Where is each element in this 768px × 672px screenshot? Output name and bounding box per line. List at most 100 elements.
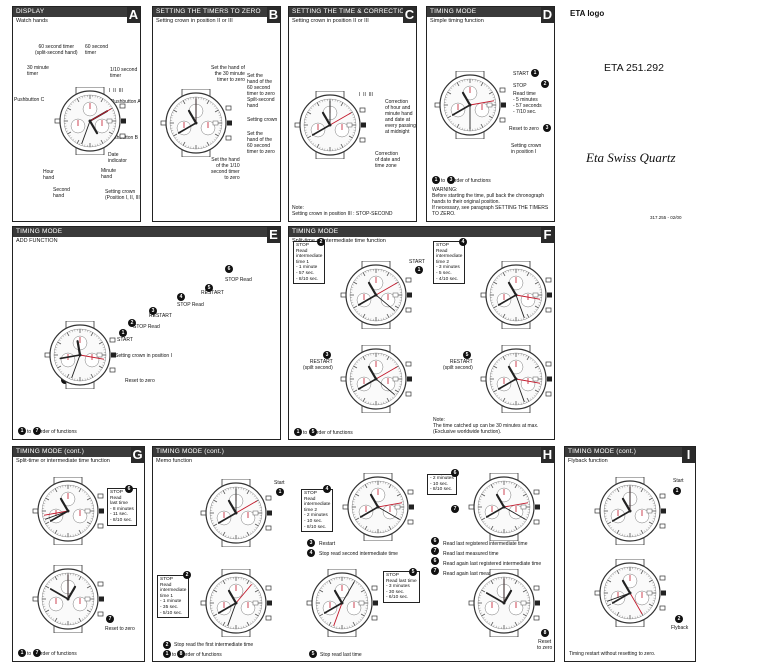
panel-title: SETTING THE TIME & CORRECTION	[289, 7, 416, 17]
label-c1: Correction of hour and minute hand and d…	[385, 99, 416, 135]
panel-title: TIMING MODE	[427, 7, 554, 17]
label-pushbutton-a: Pushbutton A	[111, 99, 141, 105]
label-b2: Set the hand of the 60 second timer to z…	[247, 73, 275, 109]
label-c2: Correction of date and time zone	[375, 151, 401, 169]
watch-illustration	[293, 91, 367, 159]
panel-add-function: TIMING MODE E ADD FUNCTION 6 STOP Read 5…	[12, 226, 281, 440]
panel-letter: C	[403, 7, 416, 23]
label-30-minute: 30 minute timer	[27, 65, 49, 77]
panel-subtitle: ADD FUNCTION	[16, 238, 58, 244]
panel-subtitle: Split-time or intermediate time function	[292, 238, 386, 244]
step-6: 6	[125, 485, 133, 493]
step-4b: 4	[307, 549, 315, 557]
note: Note: The time catched up can be 30 minu…	[433, 417, 539, 435]
panel-title: TIMING MODE (cont.)	[565, 447, 695, 457]
warning: WARNING: Before starting the time, pull …	[432, 187, 549, 217]
watch-illustration	[159, 89, 233, 157]
watch-face-icon	[54, 87, 126, 155]
label-stop-read-1: STOP Read	[133, 324, 160, 330]
watch-illustration	[593, 477, 667, 545]
step-5: 5	[409, 568, 417, 576]
label-start: START	[513, 71, 529, 77]
document-code: 317.255 - 02/00	[650, 215, 682, 220]
step-7: 7	[106, 615, 114, 623]
step-5: 5	[205, 284, 213, 292]
label-b1: Set the hand of the 30 minute timer to z…	[211, 65, 245, 83]
watch-illustration	[31, 565, 105, 633]
label-crown-positions: I II III	[109, 88, 123, 94]
watch-face-icon	[468, 569, 540, 637]
panel-subtitle: Split-time or intermediate time function	[16, 458, 110, 464]
label-order: to order of functions	[303, 430, 353, 436]
label-tenth-second: 1/10 second timer	[110, 67, 138, 79]
panel-letter: B	[267, 7, 280, 23]
watch-face-icon	[160, 89, 232, 157]
watch-illustration	[339, 261, 413, 329]
watch-illustration	[305, 569, 379, 637]
step-4: 4	[323, 485, 331, 493]
watch-illustration	[339, 345, 413, 413]
step-3: 3	[307, 539, 315, 547]
panel-letter: I	[682, 447, 695, 463]
panel-display: DISPLAY A Watch hands 60 second timer (s…	[12, 6, 141, 222]
step-3: 3	[543, 124, 551, 132]
label-crown: Setting crown in position I	[511, 143, 542, 155]
panel-letter: E	[267, 227, 280, 243]
step-5: 5	[463, 351, 471, 359]
panel-time-correction: SETTING THE TIME & CORRECTION C Setting …	[288, 6, 417, 222]
step-1: 1	[673, 487, 681, 495]
step-7: 7	[451, 505, 459, 513]
watch-face-icon	[200, 479, 272, 547]
step-7b: 7	[431, 547, 439, 555]
watch-face-icon	[342, 473, 414, 541]
panel-flyback: TIMING MODE (cont.) I Flyback function S…	[564, 446, 696, 662]
label-stop-read-1: Stop read the first intermediate time	[174, 642, 254, 648]
step-1: 1	[415, 266, 423, 274]
watch-illustration	[467, 473, 541, 541]
watch-face-icon	[44, 321, 116, 389]
panel-subtitle: Watch hands	[16, 18, 48, 24]
panel-title: TIMING MODE (cont.)	[13, 447, 144, 457]
watch-illustration	[479, 345, 553, 413]
label-second-hand: Second hand	[53, 187, 70, 199]
step-2: 2	[317, 238, 325, 246]
step-4: 4	[459, 238, 467, 246]
step-6b: 6	[431, 537, 439, 545]
order-start-icon: 1	[18, 427, 26, 435]
step-8: 8	[541, 629, 549, 637]
step-2: 2	[128, 319, 136, 327]
order-end-icon: 3	[447, 176, 455, 184]
label-restart-1: RESTART (spilt second)	[303, 359, 333, 371]
watch-illustration	[341, 473, 415, 541]
label-start: Start	[673, 478, 684, 484]
panel-title: DISPLAY	[13, 7, 140, 17]
label-reset: Reset to zero	[125, 378, 155, 384]
order-start-icon: 1	[432, 176, 440, 184]
watch-illustration	[467, 569, 541, 637]
brand-logo: ETA logo	[570, 9, 605, 18]
watch-illustration	[31, 477, 105, 545]
watch-face-icon	[306, 569, 378, 637]
watch-face-icon	[340, 261, 412, 329]
panel-letter: A	[127, 7, 140, 23]
step-2b: 2	[163, 641, 171, 649]
label-order: to order of functions	[172, 652, 222, 658]
panel-title: TIMING MODE (cont.)	[153, 447, 554, 457]
label-reset: Reset to zero	[105, 626, 135, 632]
watch-illustration	[479, 261, 553, 329]
label-stop-read-2: Stop read second intermediate time	[319, 551, 398, 557]
step-2: 2	[183, 571, 191, 579]
label-stop-read-3: STOP Read	[225, 277, 252, 283]
watch-illustration	[199, 569, 273, 637]
info-box-last-time: STOP Read last time - 8 minutes - 11 sec…	[107, 488, 137, 526]
order-start-icon: 1	[163, 650, 171, 658]
label-minute-hand: Minute hand	[101, 168, 117, 180]
label-restart: Restart	[319, 541, 336, 547]
panel-title: TIMING MODE	[13, 227, 280, 237]
panel-split-time-cont: TIMING MODE (cont.) G Split-time or inte…	[12, 446, 145, 662]
label-60-second: 60 second timer	[85, 44, 109, 56]
label-stop-last: Stop read last time	[320, 652, 362, 658]
watch-face-icon	[200, 569, 272, 637]
info-box-memo: - 2 minutes - 10 sec. - 8/10 sec.	[427, 474, 457, 495]
watch-face-icon	[480, 345, 552, 413]
